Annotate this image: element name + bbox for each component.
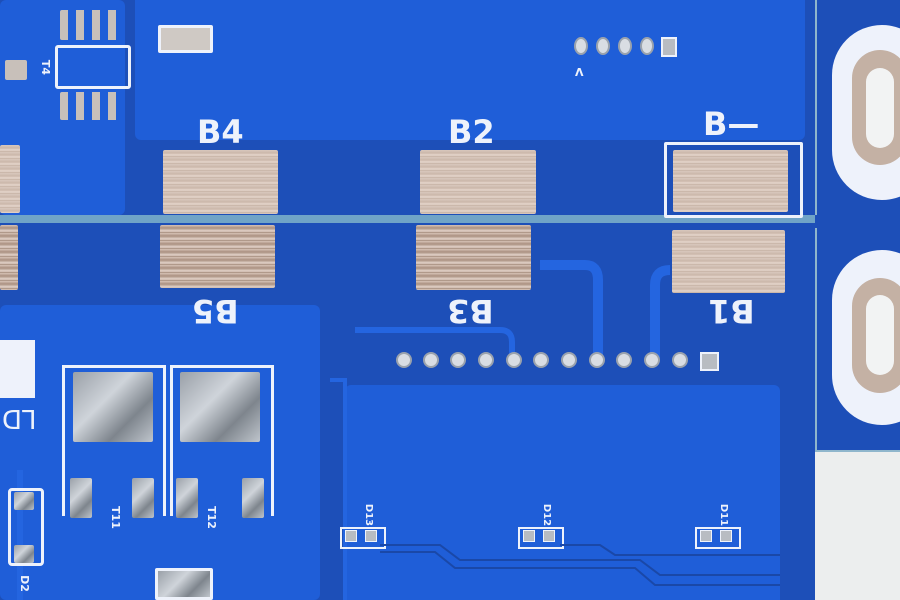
via <box>423 352 439 368</box>
pad-b3 <box>416 225 531 290</box>
diode-pad-d2-top <box>14 492 34 510</box>
copper-plane-top <box>135 0 805 140</box>
score-line <box>0 215 815 223</box>
via <box>644 352 660 368</box>
pad-outline-b-minus <box>664 142 803 218</box>
diode-pad-d2-bottom <box>14 545 34 563</box>
mosfet-outline-t11 <box>62 365 166 516</box>
sot-component-top-left <box>158 25 213 53</box>
label-b2: B2 <box>448 113 495 151</box>
label-b4: B4 <box>197 113 244 151</box>
via-square <box>700 352 719 371</box>
via <box>396 352 412 368</box>
diode-outline-d13 <box>340 527 386 549</box>
mosfet-pin-t12-right <box>242 478 264 518</box>
diode-outline-d12 <box>518 527 564 549</box>
pad-edge-left-top <box>0 145 20 213</box>
mosfet-body-t11 <box>73 372 153 442</box>
via <box>450 352 466 368</box>
header-pin <box>574 37 588 55</box>
ic-pin-row-top <box>60 10 122 40</box>
header-pin <box>640 37 654 55</box>
label-b-minus: B— <box>703 105 760 143</box>
bottom-component <box>155 568 213 600</box>
mosfet-body-t12 <box>180 372 260 442</box>
ic-outline-t4 <box>55 45 131 89</box>
diode-pad-d11 <box>720 530 732 542</box>
silkscreen-block-left <box>0 340 35 398</box>
header-pin <box>618 37 632 55</box>
mosfet-pin-t11-right <box>132 478 154 518</box>
diode-pad-d12 <box>523 530 535 542</box>
pad-b4 <box>163 150 278 214</box>
copper-plane-lower-left <box>0 305 320 600</box>
diode-pad-d12 <box>543 530 555 542</box>
mosfet-outline-t12 <box>170 365 274 516</box>
mounting-slot-hole-top <box>866 68 894 148</box>
pad-b2 <box>420 150 536 214</box>
pad-b-minus <box>673 150 788 212</box>
diode-pad-d13 <box>365 530 377 542</box>
board-edge-background <box>815 452 900 600</box>
copper-plane-lower-right <box>345 385 780 600</box>
via <box>478 352 494 368</box>
pad-b5 <box>160 225 275 288</box>
via <box>672 352 688 368</box>
mounting-slot-hole-bottom <box>866 295 894 375</box>
diode-pad-d13 <box>345 530 357 542</box>
diode-outline-d11 <box>695 527 741 549</box>
ic-pin-row-bottom <box>60 92 122 120</box>
pad-b1 <box>672 230 785 293</box>
pad-edge-left-bottom <box>0 225 18 290</box>
header-pin <box>596 37 610 55</box>
diode-outline-d2 <box>8 488 44 566</box>
diode-pad-d11 <box>700 530 712 542</box>
via <box>533 352 549 368</box>
mosfet-pin-t11-left <box>70 478 92 518</box>
via <box>561 352 577 368</box>
via <box>616 352 632 368</box>
via <box>589 352 605 368</box>
via <box>506 352 522 368</box>
small-pad-left <box>5 60 27 80</box>
header-pin-square <box>661 37 677 57</box>
mosfet-pin-t12-left <box>176 478 198 518</box>
